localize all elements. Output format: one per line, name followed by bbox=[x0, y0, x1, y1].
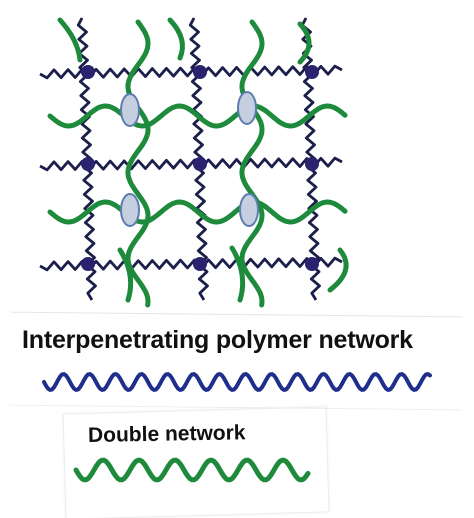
entanglement-ellipse bbox=[237, 91, 257, 125]
crosslink-node bbox=[305, 257, 319, 271]
legend-chains bbox=[42, 371, 432, 483]
crosslink-node bbox=[193, 65, 207, 79]
green-chain-end bbox=[327, 247, 349, 293]
dn-legend-chain bbox=[73, 457, 311, 483]
green-network-layer bbox=[47, 17, 349, 308]
entanglement-ellipse bbox=[239, 193, 259, 227]
crosslink-node bbox=[81, 157, 95, 171]
crosslink-node bbox=[193, 257, 207, 271]
crosslink-node bbox=[81, 257, 95, 271]
green-chain-end bbox=[117, 247, 134, 303]
entanglement-ellipse bbox=[120, 93, 140, 127]
ipn-label: Interpenetrating polymer network bbox=[22, 326, 413, 354]
green-chain-horizontal bbox=[47, 199, 348, 225]
crosslink-layer bbox=[81, 65, 319, 271]
green-chain-vertical bbox=[239, 19, 265, 308]
green-chain-end bbox=[297, 21, 312, 65]
ipn-legend-chain bbox=[42, 371, 432, 393]
green-chain-end bbox=[167, 17, 185, 61]
crosslink-node bbox=[193, 157, 207, 171]
green-chain-end bbox=[57, 17, 83, 63]
entanglement-ellipse bbox=[120, 193, 140, 227]
green-chain-end bbox=[229, 245, 246, 303]
crosslink-node bbox=[305, 65, 319, 79]
green-chain-horizontal bbox=[47, 103, 348, 129]
crosslink-node bbox=[81, 65, 95, 79]
entanglement-layer bbox=[120, 91, 259, 227]
crosslink-node bbox=[305, 157, 319, 171]
green-chain-vertical bbox=[125, 19, 151, 308]
dn-label: Double network bbox=[87, 421, 246, 447]
